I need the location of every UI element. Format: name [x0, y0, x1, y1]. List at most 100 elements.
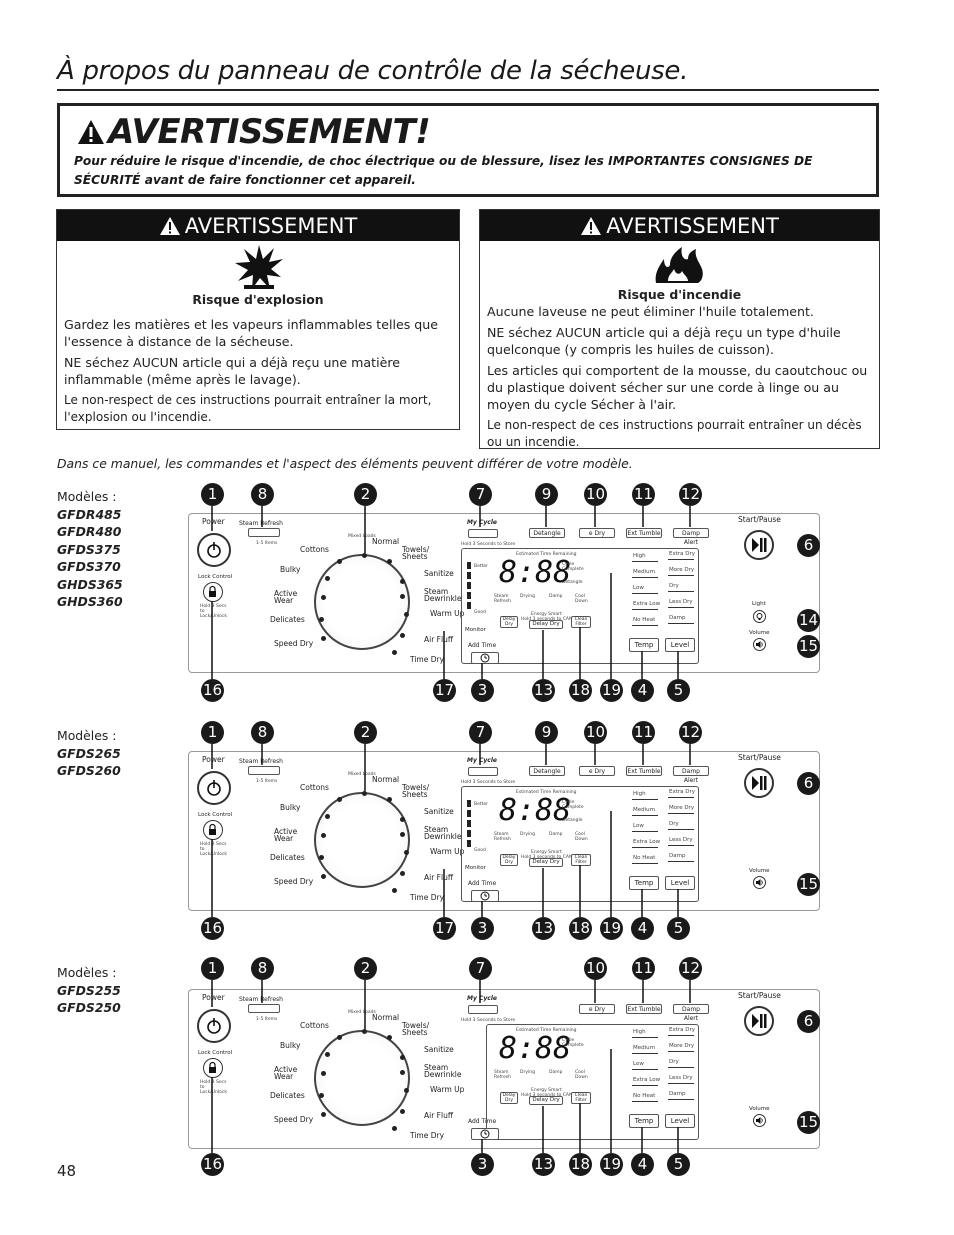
damp-alert-button[interactable]: Damp Alert [673, 1004, 709, 1022]
time-digits: 8:88 [499, 793, 572, 828]
my-cycle-button[interactable] [468, 767, 498, 776]
dial-dot [318, 1092, 324, 1098]
level-option-less-dry: Less Dry [669, 1075, 693, 1081]
display-good-label: Good [474, 848, 486, 853]
dial-dot [337, 797, 343, 803]
damp-alert-button[interactable]: Damp Alert [673, 528, 709, 546]
callout-4: 4 [631, 917, 654, 940]
cycle-dial[interactable] [314, 554, 410, 650]
add-time-button[interactable] [471, 890, 499, 902]
e-dry-button[interactable]: e Dry [579, 766, 615, 776]
detangle-button[interactable]: Detangle [529, 766, 565, 776]
level-button[interactable]: Level [665, 876, 695, 890]
e-dry-button[interactable]: e Dry [579, 1004, 615, 1014]
callout-4: 4 [631, 679, 654, 702]
damp-alert-button[interactable]: Damp Alert [673, 766, 709, 784]
callout-7: 7 [469, 483, 492, 506]
lock-control-button[interactable] [203, 582, 223, 602]
add-time-button[interactable] [471, 1128, 499, 1140]
start-pause-button[interactable] [744, 1006, 774, 1036]
ext-tumble-button[interactable]: Ext Tumble [626, 528, 662, 538]
detangle-button[interactable]: Detangle [529, 528, 565, 538]
lock-hold-label: Hold 3 Secs to Lock/Unlock [200, 1080, 228, 1095]
lock-control-button[interactable] [203, 820, 223, 840]
volume-button[interactable] [753, 1114, 766, 1127]
start-pause-button[interactable] [744, 768, 774, 798]
cycle-dial[interactable] [314, 1030, 410, 1126]
dial-dot [321, 1112, 327, 1118]
callout-19: 19 [600, 917, 623, 940]
clean-filter-indicator: Clean Filter [571, 616, 591, 628]
temp-option-bar [632, 799, 658, 800]
temp-option-medium: Medium [633, 1045, 655, 1051]
power-button[interactable] [197, 771, 231, 805]
steam-refresh-button[interactable] [248, 766, 280, 775]
temp-button[interactable]: Temp [629, 1114, 659, 1128]
cycle-dial[interactable] [314, 792, 410, 888]
volume-button[interactable] [753, 876, 766, 889]
monitor-label: Monitor [465, 865, 486, 871]
monitor-bar [467, 602, 471, 609]
callout-12: 12 [679, 483, 702, 506]
lock-hold-label: Hold 3 Secs to Lock/Unlock [200, 842, 228, 857]
delay-dry-button[interactable]: Delay Dry [529, 620, 563, 629]
light-bulb-icon [756, 613, 763, 620]
callout-16: 16 [201, 679, 224, 702]
fire-icon [655, 247, 703, 283]
my-cycle-hold-label: Hold 3 Seconds to Store [461, 1018, 516, 1023]
monitor-bar [467, 820, 471, 827]
power-button[interactable] [197, 533, 231, 567]
level-option-dry: Dry [669, 821, 679, 827]
callout-1: 1 [201, 483, 224, 506]
steam-refresh-button[interactable] [248, 1004, 280, 1013]
display-detangle-label: Detangle [562, 818, 583, 823]
delay-dry-button[interactable]: Delay Dry [529, 1096, 563, 1105]
delay-dry-button[interactable]: Delay Dry [529, 858, 563, 867]
level-option-bar [668, 1051, 694, 1052]
dial-label-normal: Normal [372, 537, 400, 546]
volume-button[interactable] [753, 638, 766, 651]
clock-icon [480, 653, 490, 663]
temp-option-bar [632, 847, 658, 848]
dial-dot [362, 552, 367, 558]
cycle-complete-label: Cycle Complete [562, 1038, 584, 1048]
e-dry-button[interactable]: e Dry [579, 528, 615, 538]
level-option-bar [668, 559, 694, 560]
main-warning-title-text: AVERTISSEMENT! [108, 112, 431, 152]
level-button[interactable]: Level [665, 638, 695, 652]
dial-label-time-dry: Time Dry [410, 893, 445, 902]
level-option-bar [668, 1099, 694, 1100]
level-option-more-dry: More Dry [669, 1043, 695, 1049]
callout-16: 16 [201, 917, 224, 940]
explosion-warning-box: AVERTISSEMENT Risque d'explosion Gardez … [56, 209, 460, 430]
my-cycle-button[interactable] [468, 529, 498, 538]
start-pause-button[interactable] [744, 530, 774, 560]
level-button[interactable]: Level [665, 1114, 695, 1128]
monitor-bar [467, 800, 471, 807]
callout-18: 18 [569, 679, 592, 702]
ext-tumble-button[interactable]: Ext Tumble [626, 766, 662, 776]
dial-mixed-label: Mixed Loads [348, 1010, 376, 1015]
level-option-dry: Dry [669, 1059, 679, 1065]
light-button[interactable] [753, 610, 766, 623]
dial-dot [391, 1125, 397, 1131]
dial-label-cottons: Cottons [300, 545, 329, 554]
level-option-bar [668, 607, 694, 608]
dial-dot [400, 593, 406, 599]
time-digits: 8:88 [499, 555, 572, 590]
temp-option-bar [632, 1101, 658, 1102]
temp-button[interactable]: Temp [629, 638, 659, 652]
my-cycle-button[interactable] [468, 1005, 498, 1014]
volume-label: Volume [749, 1106, 770, 1112]
ext-tumble-button[interactable]: Ext Tumble [626, 1004, 662, 1014]
dial-label-active-wear: Active Wear [274, 827, 298, 843]
lock-control-button[interactable] [203, 1058, 223, 1078]
add-time-button[interactable] [471, 652, 499, 664]
power-button[interactable] [197, 1009, 231, 1043]
steam-refresh-button[interactable] [248, 528, 280, 537]
cycle-complete-label: Cycle Complete [562, 562, 584, 572]
models-label: Modèles : [57, 728, 117, 743]
model-name: GHDS360 [57, 594, 123, 609]
temp-button[interactable]: Temp [629, 876, 659, 890]
add-time-label: Add Time [468, 1118, 497, 1125]
